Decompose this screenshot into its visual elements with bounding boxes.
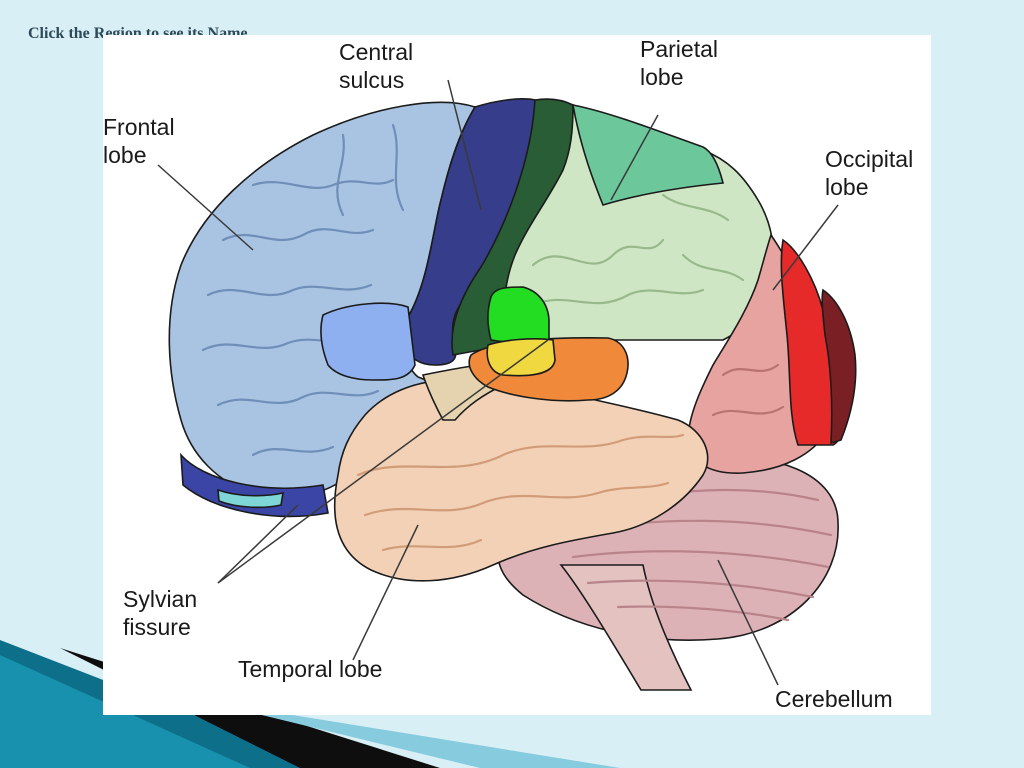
central-sulcus-label-line-2: sulcus <box>339 67 405 93</box>
parietal-lobe-label-line-2: lobe <box>640 64 684 90</box>
leader-lines <box>157 79 839 686</box>
motor-area-region[interactable] <box>451 98 574 356</box>
cerebellum-label[interactable]: Cerebellum <box>775 685 893 713</box>
temporal-lobe-region[interactable] <box>333 379 709 582</box>
somatosensory-area-region[interactable] <box>572 103 725 206</box>
wernicke-area-region[interactable] <box>487 286 550 344</box>
cerebellum-label-text: Cerebellum <box>775 686 893 712</box>
orbitofrontal-region[interactable] <box>180 452 329 518</box>
brain-diagram <box>157 79 857 691</box>
brainstem-region[interactable] <box>559 564 693 691</box>
primary-auditory-area-region[interactable] <box>486 338 556 377</box>
occipital-lobe-label-line-2: lobe <box>825 174 869 200</box>
parietal-lobe-label[interactable]: Parietal lobe <box>640 35 718 91</box>
broca-area-region[interactable] <box>320 302 416 381</box>
frontal-lobe-gyri <box>201 123 405 457</box>
olfactory-area-region[interactable] <box>217 488 284 509</box>
frontal-lobe-label-line-2: lobe <box>103 142 147 168</box>
brain-diagram-panel: Central sulcus Parietal lobe Frontal lob… <box>103 35 931 715</box>
parietal-lobe-gyri <box>531 193 745 307</box>
frontal-lobe-label[interactable]: Frontal lobe <box>103 113 175 169</box>
sylvian-fissure-label[interactable]: Sylvian fissure <box>123 585 197 641</box>
visual-association-area-region[interactable] <box>821 288 857 445</box>
occipital-lobe-label-line-1: Occipital <box>825 146 914 172</box>
temporal-lobe-gyri <box>356 433 685 552</box>
temporal-lobe-label-text: Temporal lobe <box>238 656 383 682</box>
temporal-lobe-label[interactable]: Temporal lobe <box>238 655 382 683</box>
occipital-lobe-gyri <box>711 363 785 417</box>
central-sulcus-label[interactable]: Central sulcus <box>339 38 413 94</box>
frontal-lobe-label-line-1: Frontal <box>103 114 175 140</box>
parietal-lobe-label-line-1: Parietal <box>640 36 718 62</box>
central-sulcus-label-line-1: Central <box>339 39 414 65</box>
sylvian-fissure-label-line-2: fissure <box>123 614 191 640</box>
sylvian-fissure-label-line-1: Sylvian <box>123 586 198 612</box>
occipital-lobe-label[interactable]: Occipital lobe <box>825 145 913 201</box>
